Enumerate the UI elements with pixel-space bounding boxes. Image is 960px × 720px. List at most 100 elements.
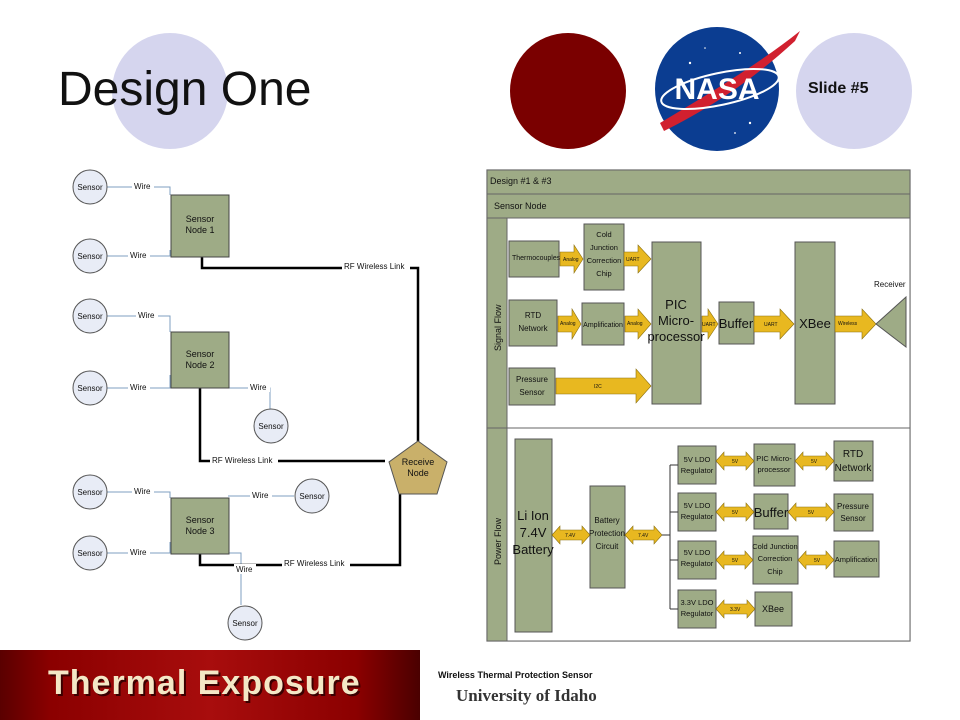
sensor: Sensor [72, 370, 108, 406]
svg-text:Node: Node [407, 468, 429, 478]
nasa-logo-text: NASA [674, 73, 759, 106]
cold-junction-block: Cold Junction Correction Chip [587, 230, 622, 278]
power-flow-label: Power Flow [493, 517, 503, 565]
svg-text:Chip: Chip [767, 567, 782, 576]
voltage-label: 5V [732, 510, 739, 516]
svg-text:Chip: Chip [596, 269, 611, 278]
svg-text:Sensor: Sensor [232, 619, 258, 628]
svg-text:PIC Micro-: PIC Micro- [756, 454, 792, 463]
sensor-node-3: Sensor Node 3 [170, 497, 230, 555]
svg-text:3.3V LDO: 3.3V LDO [681, 598, 714, 607]
buffer-block: Buffer [719, 316, 754, 331]
svg-text:Network: Network [518, 324, 548, 333]
i2c-label: I2C [594, 384, 602, 390]
svg-text:Battery: Battery [594, 516, 619, 525]
battery-protection-block: Battery Protection Circuit [589, 516, 625, 551]
svg-text:Battery: Battery [512, 542, 554, 557]
svg-text:Sensor: Sensor [186, 349, 215, 359]
sensor: Sensor [253, 408, 289, 444]
rf-link-label: RF Wireless Link [344, 262, 405, 271]
analog-label: Analog [560, 321, 576, 327]
svg-text:Circuit: Circuit [596, 542, 619, 551]
svg-text:processor: processor [647, 329, 705, 344]
svg-text:Node 2: Node 2 [185, 360, 214, 370]
svg-text:Cold: Cold [596, 230, 611, 239]
svg-text:Pressure: Pressure [516, 375, 549, 384]
svg-text:Li Ion: Li Ion [517, 508, 549, 523]
svg-text:processor: processor [758, 465, 791, 474]
svg-text:Sensor: Sensor [77, 488, 103, 497]
svg-text:Sensor: Sensor [77, 252, 103, 261]
wire-label: Wire [130, 251, 147, 260]
voltage-label: 5V [732, 459, 739, 465]
amplification-power-block: Amplification [835, 555, 878, 564]
footer-brand-band: Thermal Exposure [0, 650, 420, 720]
svg-text:Sensor: Sensor [77, 549, 103, 558]
sensor: Sensor [294, 478, 330, 514]
thermocouples-block: Thermocouples [512, 255, 561, 262]
svg-text:Protection: Protection [589, 529, 625, 538]
page-title: Design One [58, 63, 312, 116]
decorative-circle-red [510, 33, 626, 149]
wire-label: Wire [236, 565, 253, 574]
sensor: Sensor [72, 169, 108, 205]
sensor: Sensor [72, 474, 108, 510]
diagram-header: Design #1 & #3 [490, 176, 552, 186]
slide-number: Slide #5 [808, 80, 869, 97]
svg-text:Sensor: Sensor [77, 312, 103, 321]
svg-text:Junction: Junction [590, 243, 618, 252]
receiver-antenna: Receiver [874, 280, 907, 349]
sensor: Sensor [72, 535, 108, 571]
nasa-logo: NASA [655, 27, 800, 151]
svg-text:Correction: Correction [587, 256, 622, 265]
wire-label: Wire [130, 383, 147, 392]
pressure-sensor-power-block: Pressure Sensor [837, 502, 870, 523]
svg-text:Receive: Receive [402, 457, 435, 467]
amplification-block: Amplification [583, 322, 623, 329]
sensor-node-2: Sensor Node 2 [170, 331, 230, 389]
xbee-power-block: XBee [762, 604, 784, 614]
svg-text:Sensor: Sensor [186, 214, 215, 224]
voltage-label: 3.3V [730, 607, 741, 613]
sensor: Sensor [227, 605, 263, 641]
analog-label: Analog [563, 257, 579, 263]
voltage-label: 7.4V [638, 533, 649, 539]
svg-text:Regulator: Regulator [681, 466, 714, 475]
cold-junction-power-block: Cold Junction Correction Chip [752, 542, 797, 576]
decorative-circle [796, 33, 912, 149]
university-logo-text: University of Idaho [456, 686, 597, 705]
svg-text:Pressure: Pressure [837, 502, 870, 511]
svg-text:Receiver: Receiver [874, 280, 906, 289]
wire-label: Wire [134, 182, 151, 191]
ldo-regulator-block: 5V LDO Regulator [681, 548, 714, 568]
wire-label: Wire [130, 548, 147, 557]
svg-text:Sensor: Sensor [77, 384, 103, 393]
sensor-network-diagram: Sensor Sensor Sensor Sensor Sensor Senso… [72, 169, 448, 641]
svg-text:Node 1: Node 1 [185, 225, 214, 235]
svg-text:Regulator: Regulator [681, 512, 714, 521]
wire-label: Wire [134, 487, 151, 496]
svg-text:Sensor: Sensor [840, 514, 866, 523]
svg-text:Correction: Correction [758, 554, 793, 563]
pressure-sensor-block: Pressure Sensor [516, 375, 549, 397]
svg-text:RTD: RTD [843, 449, 863, 460]
wire-label: Wire [138, 311, 155, 320]
uart-label: UART [702, 322, 716, 328]
voltage-label: 5V [811, 459, 818, 465]
svg-text:5V LDO: 5V LDO [684, 455, 711, 464]
buffer-power-block: Buffer [754, 505, 789, 520]
svg-text:Sensor: Sensor [519, 388, 545, 397]
ldo-regulator-block: 5V LDO Regulator [681, 455, 714, 475]
svg-text:Sensor: Sensor [299, 492, 325, 501]
svg-text:Micro-: Micro- [658, 313, 694, 328]
svg-text:RTD: RTD [525, 311, 542, 320]
svg-text:Node 3: Node 3 [185, 526, 214, 536]
footer-brand-text: Thermal Exposure [48, 664, 361, 702]
svg-text:Sensor: Sensor [77, 183, 103, 192]
rf-link-label: RF Wireless Link [212, 456, 273, 465]
footer-project-title: Wireless Thermal Protection Sensor [438, 670, 593, 680]
wire-label: Wire [252, 491, 269, 500]
svg-text:5V LDO: 5V LDO [684, 501, 711, 510]
voltage-label: 5V [732, 558, 739, 564]
sensor-node-1: Sensor Node 1 [170, 194, 230, 258]
